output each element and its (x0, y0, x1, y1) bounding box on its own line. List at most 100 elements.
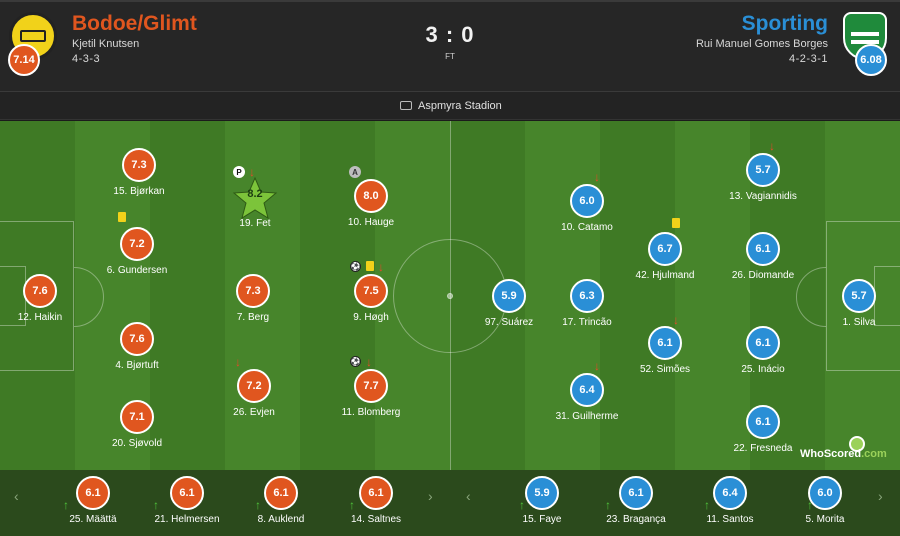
goal-icon: ⚽ (350, 356, 361, 367)
yellow-card-icon (672, 218, 680, 228)
player-number: 10. (347, 217, 362, 228)
player-name: Helmersen (171, 514, 220, 525)
away-team-name[interactable]: Sporting (741, 12, 828, 35)
player-number: 13. (729, 191, 744, 202)
home-bench-next-icon[interactable]: › (428, 488, 433, 504)
player-rating: 7.5 (354, 274, 388, 308)
sub-on-icon: ↑ (807, 498, 813, 512)
player-name: Hauge (364, 217, 395, 228)
player-away-silva[interactable]: 5.7 1. Silva (794, 279, 900, 331)
player-rating: 6.1 (264, 476, 298, 510)
whoscored-logo[interactable]: WhoScored.com (800, 448, 887, 460)
away-manager: Rui Manuel Gomes Borges (695, 38, 828, 50)
away-bench-next-icon[interactable]: › (878, 488, 883, 504)
player-home-gundersen[interactable]: 7.2 6. Gundersen (72, 227, 202, 279)
sub-away-morita[interactable]: 6.0 5. Morita (760, 476, 890, 528)
player-label: 21. Helmersen (122, 514, 252, 525)
player-home-berg[interactable]: 7.3 7. Berg (188, 274, 318, 326)
player-label: 52. Simões (600, 364, 730, 375)
home-team-rating: 7.14 (8, 44, 40, 76)
sub-off-icon: ↓ (769, 139, 775, 153)
player-number: 7. (236, 312, 246, 323)
match-header: 7.14 Bodoe/Glimt Kjetil Knutsen 4-3-3 3 … (0, 0, 900, 92)
player-number: 8. (257, 514, 266, 525)
player-away-guilherme[interactable]: 6.4 31. Guilherme (522, 373, 652, 425)
player-number: 14. (350, 514, 365, 525)
player-rating: 6.1 (746, 232, 780, 266)
player-name: Evjen (249, 407, 275, 418)
player-rating: 6.7 (648, 232, 682, 266)
player-label: 11. Santos (665, 514, 795, 525)
substitutes-bench: ‹ › ‹ › (0, 470, 900, 536)
player-name: Guilherme (572, 411, 619, 422)
player-name: Suárez (501, 317, 534, 328)
player-rating: 6.1 (359, 476, 393, 510)
player-number: 15. (113, 186, 128, 197)
player-label: 26. Evjen (189, 407, 319, 418)
player-name: Diomande (748, 270, 795, 281)
player-home-haikin[interactable]: 7.6 12. Haikin (0, 274, 105, 326)
player-label: 1. Silva (794, 317, 900, 328)
player-home-hogh[interactable]: 7.5 9. Høgh (306, 274, 436, 326)
player-name: Fet (256, 218, 271, 229)
player-away-vagiannidis[interactable]: 5.7 13. Vagiannidis (698, 153, 828, 205)
player-name: Silva (853, 317, 876, 328)
player-number: 15. (522, 514, 537, 525)
player-label: 25. Inácio (698, 364, 828, 375)
sub-home-auklend[interactable]: 6.1 8. Auklend (216, 476, 346, 528)
player-rating: 5.9 (525, 476, 559, 510)
player-home-fet[interactable]: 8.2 19. Fet (190, 176, 320, 232)
right-penalty-box (826, 221, 900, 371)
player-home-bjortuft[interactable]: 7.6 4. Bjørtuft (72, 322, 202, 374)
player-rating: 6.1 (170, 476, 204, 510)
player-label: 10. Catamo (522, 222, 652, 233)
player-away-suarez[interactable]: 5.9 97. Suárez (444, 279, 574, 331)
player-number: 97. (484, 317, 499, 328)
player-number: 31. (555, 411, 570, 422)
home-team-name[interactable]: Bodoe/Glimt (72, 12, 197, 35)
player-number: 23. (606, 514, 621, 525)
player-name: Määttä (86, 514, 117, 525)
player-away-simoes[interactable]: 6.1 52. Simões (600, 326, 730, 378)
sub-on-icon: ↑ (605, 498, 611, 512)
home-bench-prev-icon[interactable]: ‹ (14, 488, 19, 504)
sub-away-faye[interactable]: 5.9 15. Faye (477, 476, 607, 528)
sub-on-icon: ↑ (349, 498, 355, 512)
player-away-hjulmand[interactable]: 6.7 42. Hjulmand (600, 232, 730, 284)
sub-off-icon: ↓ (249, 165, 255, 179)
player-label: 8. Auklend (216, 514, 346, 525)
player-name: Bragança (622, 514, 666, 525)
sub-home-maatta[interactable]: 6.1 25. Määttä (28, 476, 158, 528)
sub-away-braganca[interactable]: 6.1 23. Bragança (571, 476, 701, 528)
player-rating: 7.3 (236, 274, 270, 308)
player-label: 7. Berg (188, 312, 318, 323)
player-rating: 7.6 (120, 322, 154, 356)
player-label: 4. Bjørtuft (72, 360, 202, 371)
player-away-catamo[interactable]: 6.0 10. Catamo (522, 184, 652, 236)
player-name: Faye (539, 514, 562, 525)
sub-off-icon: ↓ (378, 260, 384, 274)
player-away-diomande[interactable]: 6.1 26. Diomande (698, 232, 828, 284)
sub-off-icon: ↓ (594, 170, 600, 184)
player-home-blomberg[interactable]: 7.7 11. Blomberg (306, 369, 436, 421)
sub-home-helmersen[interactable]: 6.1 21. Helmersen (122, 476, 252, 528)
player-away-trincao[interactable]: 6.3 17. Trincão (522, 279, 652, 331)
away-formation: 4-2-3-1 (789, 53, 828, 65)
player-rating: 7.2 (120, 227, 154, 261)
whoscored-brand: WhoScored (800, 448, 862, 460)
player-home-bjorkan[interactable]: 7.3 15. Bjørkan (74, 148, 204, 200)
sub-home-saltnes[interactable]: 6.1 14. Saltnes (311, 476, 441, 528)
player-label: 15. Faye (477, 514, 607, 525)
player-home-hauge[interactable]: 8.0 10. Hauge (306, 179, 436, 231)
player-away-fresneda[interactable]: 6.1 22. Fresneda (698, 405, 828, 457)
player-away-inacio[interactable]: 6.1 25. Inácio (698, 326, 828, 378)
player-home-sjovold[interactable]: 7.1 20. Sjøvold (72, 400, 202, 452)
player-number: 12. (17, 312, 32, 323)
player-number: 26. (731, 270, 746, 281)
player-name: Simões (656, 364, 691, 375)
player-name: Trincão (578, 317, 612, 328)
away-bench-prev-icon[interactable]: ‹ (466, 488, 471, 504)
sub-away-santos[interactable]: 6.4 11. Santos (665, 476, 795, 528)
player-home-evjen[interactable]: 7.2 26. Evjen (189, 369, 319, 421)
player-rating: 8.0 (354, 179, 388, 213)
